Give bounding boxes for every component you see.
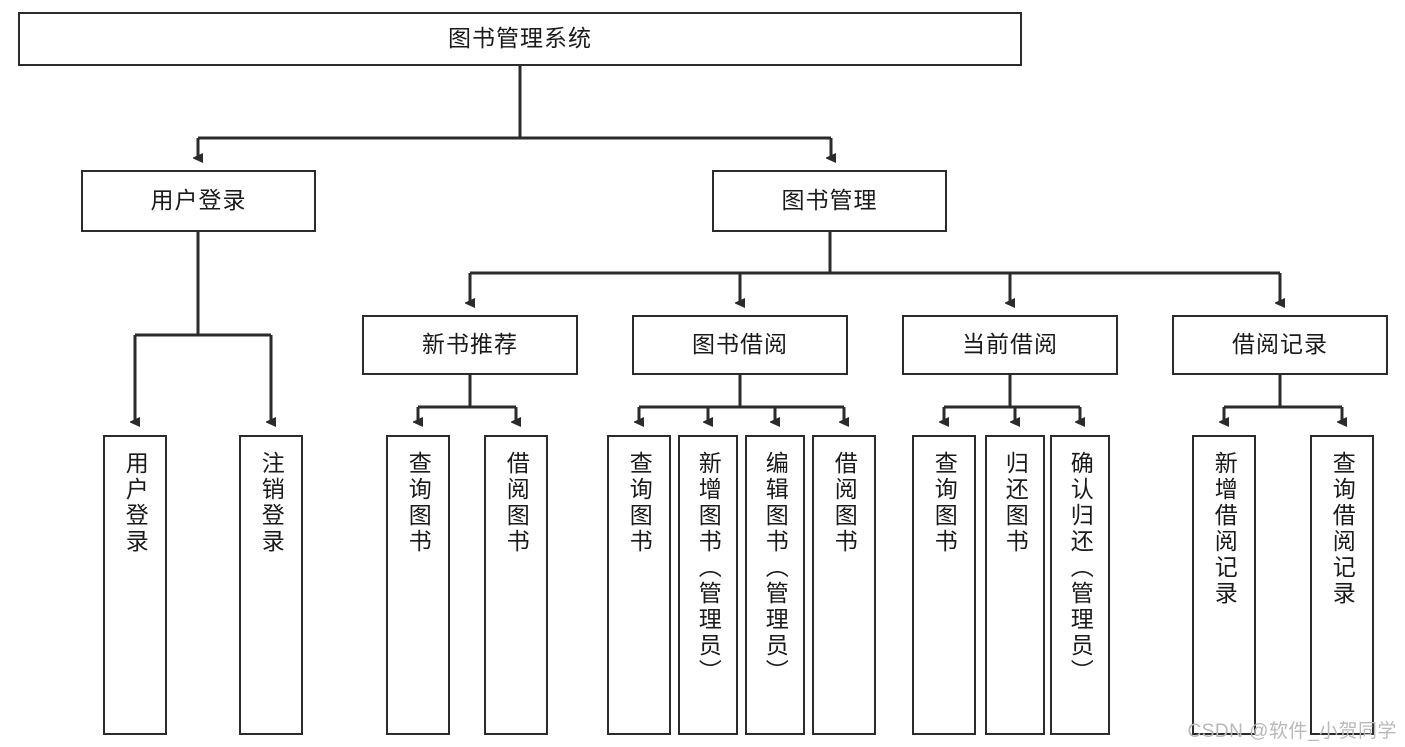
leaf-borrow-book-newbook[interactable]: 借阅图书	[484, 435, 548, 735]
node-new-book-recommend[interactable]: 新书推荐	[362, 315, 578, 375]
node-label: 图书管理	[781, 187, 878, 214]
node-label: 查询图书	[931, 451, 958, 555]
node-label: 查询图书	[405, 451, 432, 555]
leaf-user-login[interactable]: 用户登录	[103, 435, 167, 735]
node-label: 归还图书	[1002, 451, 1029, 555]
leaf-add-borrow-record[interactable]: 新增借阅记录	[1192, 435, 1256, 735]
leaf-query-borrow-record[interactable]: 查询借阅记录	[1310, 435, 1374, 735]
node-borrow-record[interactable]: 借阅记录	[1172, 315, 1388, 375]
node-label: 用户登录	[122, 451, 149, 555]
watermark-text: CSDN @软件_小贺同学	[1187, 721, 1397, 742]
leaf-return-book[interactable]: 归还图书	[985, 435, 1045, 735]
node-label: 确认归还（管理员）	[1067, 451, 1094, 685]
node-label: 当前借阅	[962, 331, 1058, 358]
node-label: 借阅图书	[831, 451, 858, 555]
node-label: 新书推荐	[422, 331, 518, 358]
node-label: 新增图书（管理员）	[695, 451, 722, 685]
node-label: 新增借阅记录	[1211, 451, 1238, 607]
leaf-query-book-borrow[interactable]: 查询图书	[607, 435, 671, 735]
node-user-login[interactable]: 用户登录	[81, 170, 316, 232]
node-label: 借阅图书	[503, 451, 530, 555]
leaf-logout[interactable]: 注销登录	[239, 435, 303, 735]
node-label: 查询图书	[626, 451, 653, 555]
node-label: 用户登录	[150, 187, 247, 214]
node-label: 编辑图书（管理员）	[762, 451, 789, 685]
node-label: 图书管理系统	[448, 25, 592, 52]
node-label: 图书借阅	[692, 331, 788, 358]
node-current-borrow[interactable]: 当前借阅	[902, 315, 1118, 375]
node-book-borrow[interactable]: 图书借阅	[632, 315, 848, 375]
node-book-manage[interactable]: 图书管理	[712, 170, 947, 232]
leaf-confirm-return-admin[interactable]: 确认归还（管理员）	[1050, 435, 1110, 735]
node-label: 查询借阅记录	[1329, 451, 1356, 607]
leaf-query-book-current[interactable]: 查询图书	[912, 435, 976, 735]
leaf-edit-book-admin[interactable]: 编辑图书（管理员）	[745, 435, 805, 735]
leaf-borrow-book[interactable]: 借阅图书	[812, 435, 876, 735]
leaf-add-book-admin[interactable]: 新增图书（管理员）	[678, 435, 738, 735]
node-root-system[interactable]: 图书管理系统	[18, 12, 1022, 66]
node-label: 借阅记录	[1232, 331, 1328, 358]
leaf-query-book-newbook[interactable]: 查询图书	[386, 435, 450, 735]
node-label: 注销登录	[258, 451, 285, 555]
